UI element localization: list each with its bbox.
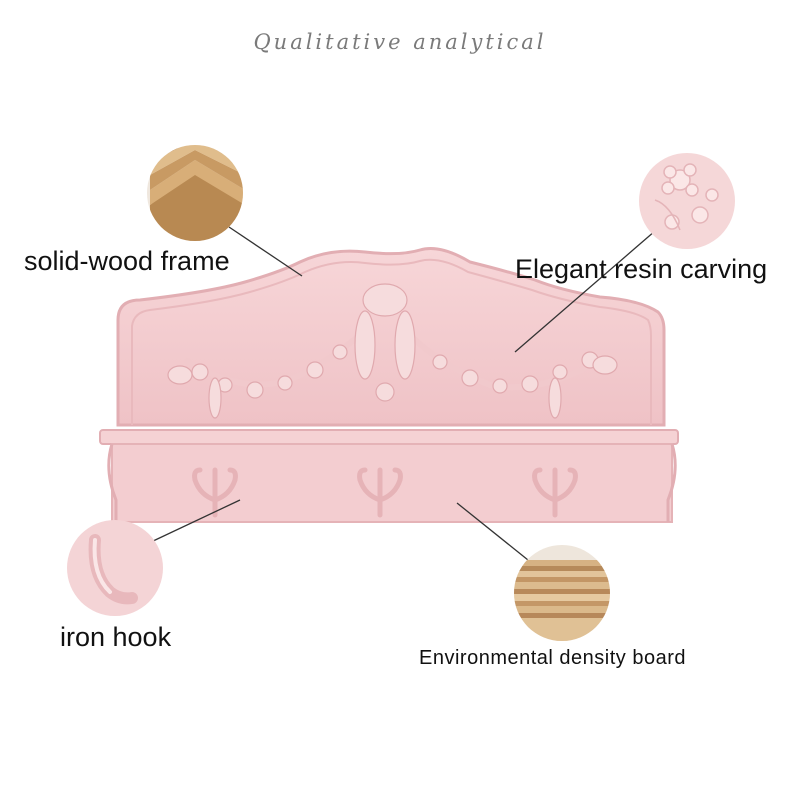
label-environmental-density-board: Environmental density board [419,647,686,669]
leader-line-iron-hook [150,499,241,543]
hook-right [532,467,578,518]
leader-line-wood-frame [228,226,303,277]
hook-center [357,467,403,518]
page-title: Qualitative analytical [253,30,547,54]
iron-hook-icon [67,520,163,616]
resin-flower-carving-icon [639,153,735,249]
leader-lines [150,226,656,561]
label-solid-wood-frame: solid-wood frame [24,246,230,276]
leader-line-resin-carving [514,230,656,353]
shelf-hooks [192,467,578,518]
plywood-board-icon [514,545,610,641]
shelf-ledge [99,429,679,523]
label-iron-hook: iron hook [60,622,172,652]
resin-garland-carving [167,283,618,419]
hook-left [192,467,238,518]
wood-layers-icon [147,145,243,241]
leader-line-density-board [456,502,529,561]
label-elegant-resin-carving: Elegant resin carving [515,254,768,284]
